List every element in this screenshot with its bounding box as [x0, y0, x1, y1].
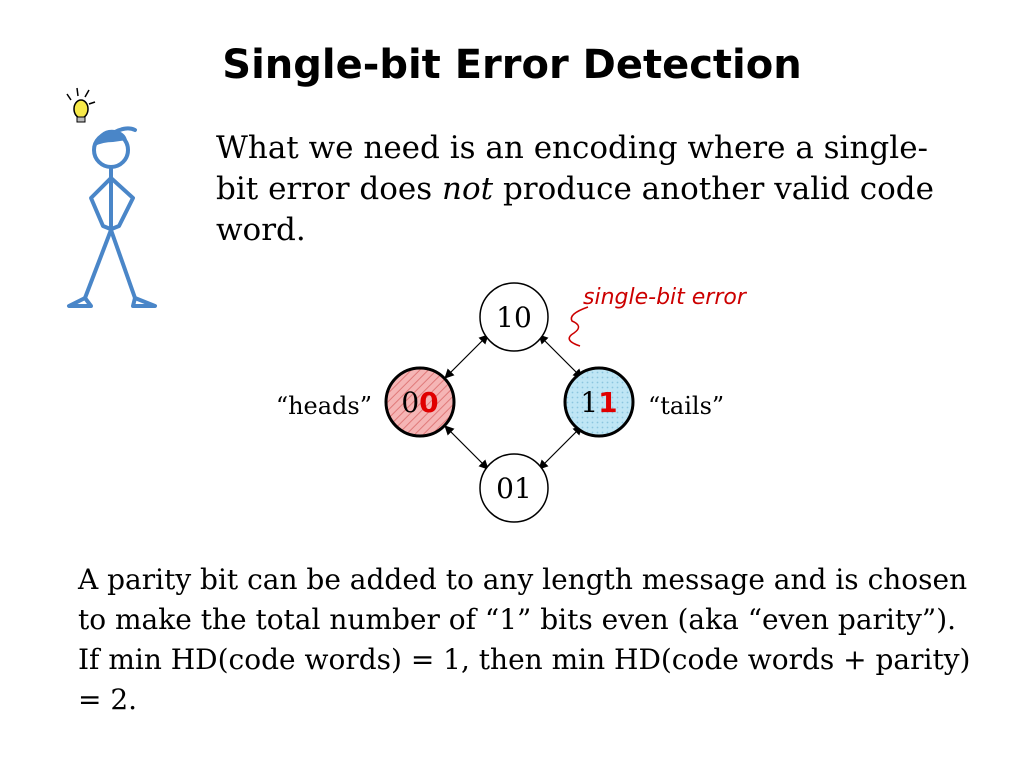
- error-squiggle: [568, 306, 589, 347]
- intro-text-start: What we need is an encoding where a sing…: [216, 130, 929, 207]
- parity-explanation: A parity bit can be added to any length …: [78, 563, 971, 716]
- edge-00-01: [444, 425, 489, 470]
- node-10-label: 10: [496, 301, 532, 334]
- node-11-bit2-error: 1: [598, 386, 617, 419]
- edge-11-01: [538, 425, 583, 470]
- node-01-label: 01: [496, 472, 532, 505]
- node-11-label: 11: [580, 386, 617, 419]
- node-00-bit2-error: 0: [419, 386, 438, 419]
- lightbulb-icon: [66, 87, 96, 123]
- node-00-label: 00: [401, 386, 438, 419]
- node-11-bit1: 1: [580, 386, 598, 419]
- single-bit-error-label: single-bit error: [583, 285, 748, 310]
- node-11: 11: [563, 366, 635, 438]
- slide-title: Single-bit Error Detection: [222, 42, 802, 88]
- node-10: 10: [479, 282, 549, 352]
- heads-label: “heads”: [276, 392, 372, 420]
- edge-00-10: [444, 334, 489, 379]
- intro-text: What we need is an encoding where a sing…: [216, 128, 936, 251]
- node-01: 01: [479, 453, 549, 523]
- tails-label: “tails”: [648, 392, 724, 420]
- edge-10-11: [538, 334, 583, 379]
- intro-text-end: produce another valid code word.: [216, 171, 934, 248]
- intro-emphasis: not: [442, 171, 494, 207]
- stick-figure-icon: [66, 87, 157, 308]
- node-00: 00: [384, 366, 456, 438]
- node-00-bit1: 0: [401, 386, 419, 419]
